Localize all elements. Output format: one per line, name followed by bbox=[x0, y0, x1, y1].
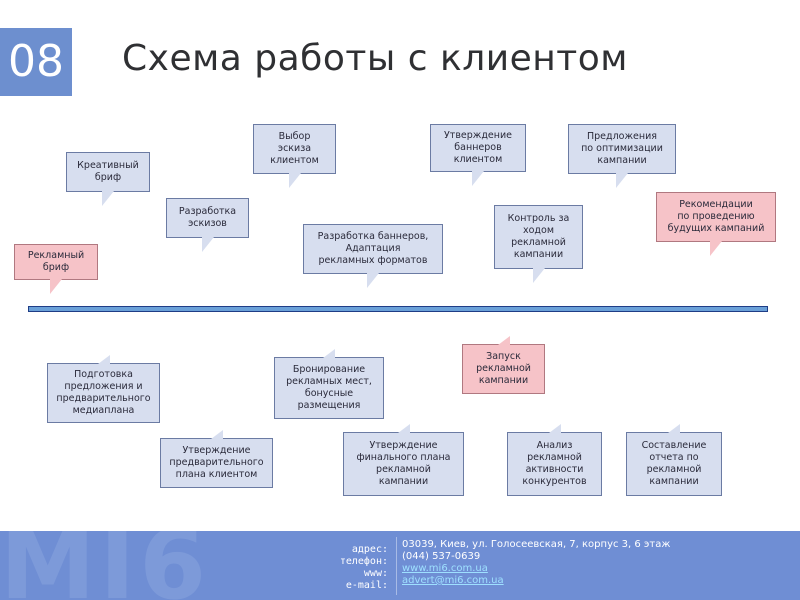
step-podgotovka: Подготовка предложения и предварительног… bbox=[47, 355, 160, 423]
step-razrabotka-eskizov: Разработка эскизов bbox=[166, 198, 249, 252]
contact-labels: адрес: телефон: www: e-mail: bbox=[340, 544, 388, 592]
slide-number-badge: 08 bbox=[0, 28, 72, 96]
label-www: www: bbox=[363, 568, 388, 579]
step-utverzhdenie-finalnogo: Утверждение финального плана рекламной к… bbox=[343, 424, 464, 496]
label-email: e-mail: bbox=[345, 580, 388, 591]
step-sostavlenie-otcheta: Составление отчета по рекламной кампании bbox=[626, 424, 722, 496]
step-utverzhdenie-plana: Утверждение предварительного плана клиен… bbox=[160, 430, 273, 488]
step-vybor-eskiza: Выбор эскиза клиентом bbox=[253, 124, 336, 188]
step-reklamnyy-brif: Рекламный бриф bbox=[14, 244, 98, 294]
timeline-bar bbox=[28, 306, 768, 312]
mi6-logo: MI6 bbox=[0, 531, 211, 600]
value-phone: (044) 537-0639 bbox=[402, 551, 481, 562]
step-zapusk: Запуск рекламной кампании bbox=[462, 336, 545, 394]
email-link[interactable]: advert@mi6.com.ua bbox=[402, 575, 504, 586]
step-razrabotka-bannerov: Разработка баннеров, Адаптация рекламных… bbox=[303, 224, 443, 288]
value-address: 03039, Киев, ул. Голосеевская, 7, корпус… bbox=[402, 539, 671, 550]
footer-divider bbox=[396, 537, 397, 595]
step-bronirovanie: Бронирование рекламных мест, бонусные ра… bbox=[274, 349, 384, 419]
step-rekomendatsii: Рекомендации по проведению будущих кампа… bbox=[656, 192, 776, 256]
slide-title: Схема работы с клиентом bbox=[122, 38, 628, 79]
label-address: адрес: bbox=[351, 544, 388, 555]
footer-band: MI6 адрес: телефон: www: e-mail: 03039, … bbox=[0, 531, 800, 600]
label-phone: телефон: bbox=[339, 556, 388, 567]
website-link[interactable]: www.mi6.com.ua bbox=[402, 563, 488, 574]
contact-values: 03039, Киев, ул. Голосеевская, 7, корпус… bbox=[402, 539, 670, 587]
step-kontrol: Контроль за ходом рекламной кампании bbox=[494, 205, 583, 283]
step-analiz: Анализ рекламной активности конкурентов bbox=[507, 424, 602, 496]
step-kreativnyy-brif: Креативный бриф bbox=[66, 152, 150, 206]
step-utverzhdenie-bannerov: Утверждение баннеров клиентом bbox=[430, 124, 526, 186]
step-predlozheniya: Предложения по оптимизации кампании bbox=[568, 124, 676, 188]
